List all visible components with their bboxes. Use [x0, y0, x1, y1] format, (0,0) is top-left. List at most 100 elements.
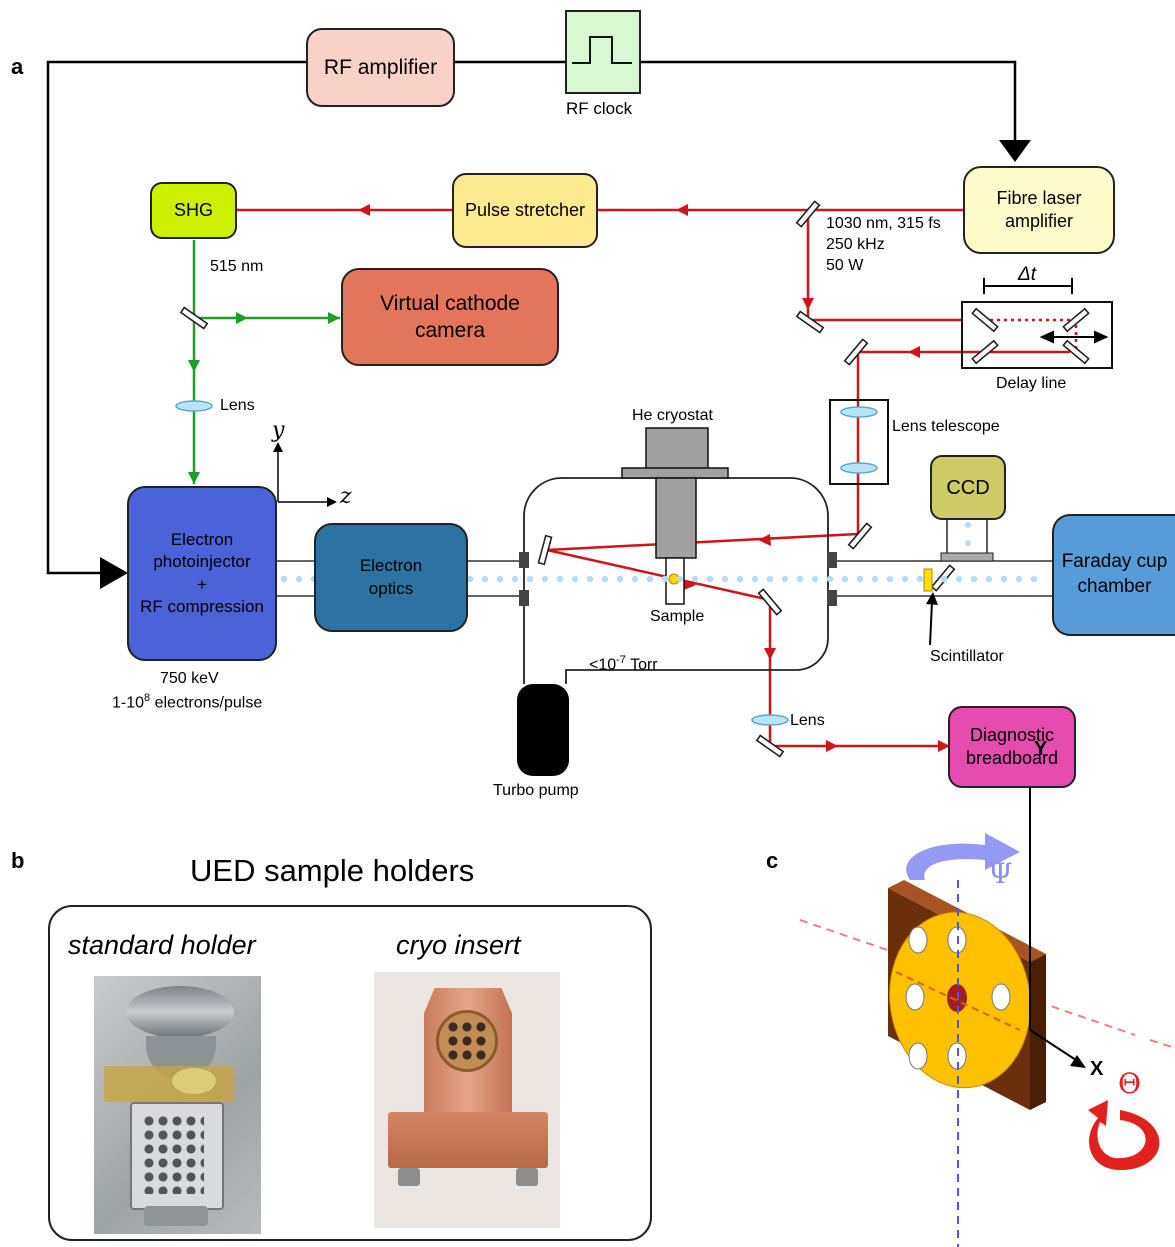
faraday-line2: chamber	[1077, 576, 1152, 597]
beam-dot	[586, 575, 594, 583]
electrons-unit: electrons/pulse	[150, 694, 263, 712]
shg-label: SHG	[173, 199, 213, 220]
lens-telescope-label: Lens telescope	[892, 418, 1000, 435]
axis-y-label: y	[272, 418, 285, 443]
beam-dot	[280, 575, 288, 583]
ccd-label: CCD	[946, 476, 990, 499]
beam-dot	[676, 575, 684, 583]
shg-box: SHG	[150, 182, 237, 239]
diagnostic-line2: breadboard	[965, 748, 1059, 768]
yz-axes	[277, 448, 330, 503]
psi-label: Ψ	[988, 857, 1013, 890]
lenses	[175, 400, 878, 726]
rf-amplifier-box: RF amplifier	[306, 28, 455, 107]
cryo-insert-photo	[374, 972, 560, 1228]
standard-holder-caption: standard holder	[68, 930, 256, 960]
beam-dot	[631, 575, 639, 583]
diagnostic-line1: Diagnostic	[969, 724, 1055, 745]
electron-optics-line1: Electron	[359, 556, 423, 576]
beam-dot	[871, 575, 879, 583]
laser-spec-line3: 50 W	[826, 257, 864, 274]
virtual-cathode-line1: Virtual cathode	[380, 291, 520, 315]
delay-line-mirrors	[971, 307, 1090, 365]
panel-letter-c: c	[766, 848, 779, 873]
rf-amplifier-label: RF amplifier	[323, 55, 438, 79]
beam-dot	[601, 575, 609, 583]
delay-double-arrow	[1039, 330, 1109, 344]
beam-dot	[556, 575, 564, 583]
ccd-box: CCD	[930, 455, 1006, 520]
faraday-cup-chamber-box: Faraday cup chamber	[1052, 514, 1175, 636]
standard-holder-photo	[94, 976, 261, 1234]
beam-dot	[616, 575, 624, 583]
laser-spec-line2: 250 kHz	[826, 236, 885, 253]
photoinjector-line2: photoinjector	[153, 552, 251, 572]
beam-dot	[940, 575, 948, 583]
chamber-ports	[519, 552, 837, 606]
electron-beam-dots	[280, 575, 1038, 583]
delay-line-box	[961, 301, 1113, 369]
pressure-label: <10-7 Torr	[589, 654, 658, 675]
electrons-exponent: 8	[144, 692, 151, 704]
virtual-cathode-camera-box: Virtual cathode camera	[341, 268, 559, 366]
delay-dt-bracket	[983, 278, 1073, 294]
rf-clock-box	[565, 10, 641, 94]
axis-x-label-c: X	[1090, 1058, 1104, 1080]
turbo-pump-label: Turbo pump	[493, 782, 579, 799]
beam-dot	[796, 575, 804, 583]
photoinjector-line3: +	[197, 574, 207, 594]
beam-dot	[511, 575, 519, 583]
rf-clock-label: RF clock	[566, 99, 633, 118]
laser-red-arrowheads	[358, 204, 950, 752]
beam-dot	[691, 575, 699, 583]
beam-dot	[526, 575, 534, 583]
beam-dot	[541, 575, 549, 583]
beam-dot	[901, 575, 909, 583]
beam-dot	[970, 575, 978, 583]
laser-spec-line1: 1030 nm, 315 fs	[826, 215, 941, 232]
panel-c-graphic	[799, 762, 1175, 1247]
beam-dot	[751, 575, 759, 583]
diagnostic-breadboard-box: Diagnostic breadboard	[948, 706, 1076, 788]
rf-arrow-head-injector	[100, 557, 128, 589]
beam-dot	[721, 575, 729, 583]
pulse-stretcher-box: Pulse stretcher	[452, 173, 598, 248]
faraday-line1: Faraday cup	[1061, 551, 1168, 573]
pressure-base: <10	[589, 656, 617, 674]
scintillator-pointer	[929, 601, 933, 646]
scintillator-crystal	[923, 568, 933, 592]
beam-dot	[496, 575, 504, 583]
sample-label: Sample	[650, 608, 705, 625]
lens-bottom-label: Lens	[790, 712, 825, 729]
delay-line-label: Delay line	[996, 375, 1067, 392]
beam-dot	[706, 575, 714, 583]
beam-dot	[466, 575, 474, 583]
beam-dot	[1000, 575, 1008, 583]
beam-dot	[826, 575, 834, 583]
beam-dot	[811, 575, 819, 583]
lens-top-label: Lens	[220, 397, 255, 414]
beam-dot	[781, 575, 789, 583]
photoinjector-line4: RF compression	[140, 596, 264, 616]
theta-label: Θ	[1118, 1067, 1141, 1100]
pulse-stretcher-label: Pulse stretcher	[464, 199, 586, 220]
scintillator-label: Scintillator	[930, 648, 1004, 665]
axis-y-label-c: Y	[1034, 738, 1048, 760]
rf-signal-lines	[46, 60, 1017, 575]
beam-dot	[916, 575, 924, 583]
delay-dt-label: Δt	[1018, 264, 1037, 285]
beam-dot	[571, 575, 579, 583]
he-cryostat	[621, 427, 729, 605]
rf-arrow-head-laser	[999, 140, 1031, 162]
electrons-label: 1-108 electrons/pulse	[112, 692, 262, 713]
beam-dot	[841, 575, 849, 583]
beam-dot	[856, 575, 864, 583]
beam-dot	[1015, 575, 1023, 583]
virtual-cathode-line2: camera	[414, 319, 486, 342]
panel-letter-b: b	[11, 848, 25, 873]
beam-dot	[1030, 575, 1038, 583]
laser-green-arrowheads	[188, 312, 340, 484]
cryo-insert-caption: cryo insert	[396, 930, 521, 960]
